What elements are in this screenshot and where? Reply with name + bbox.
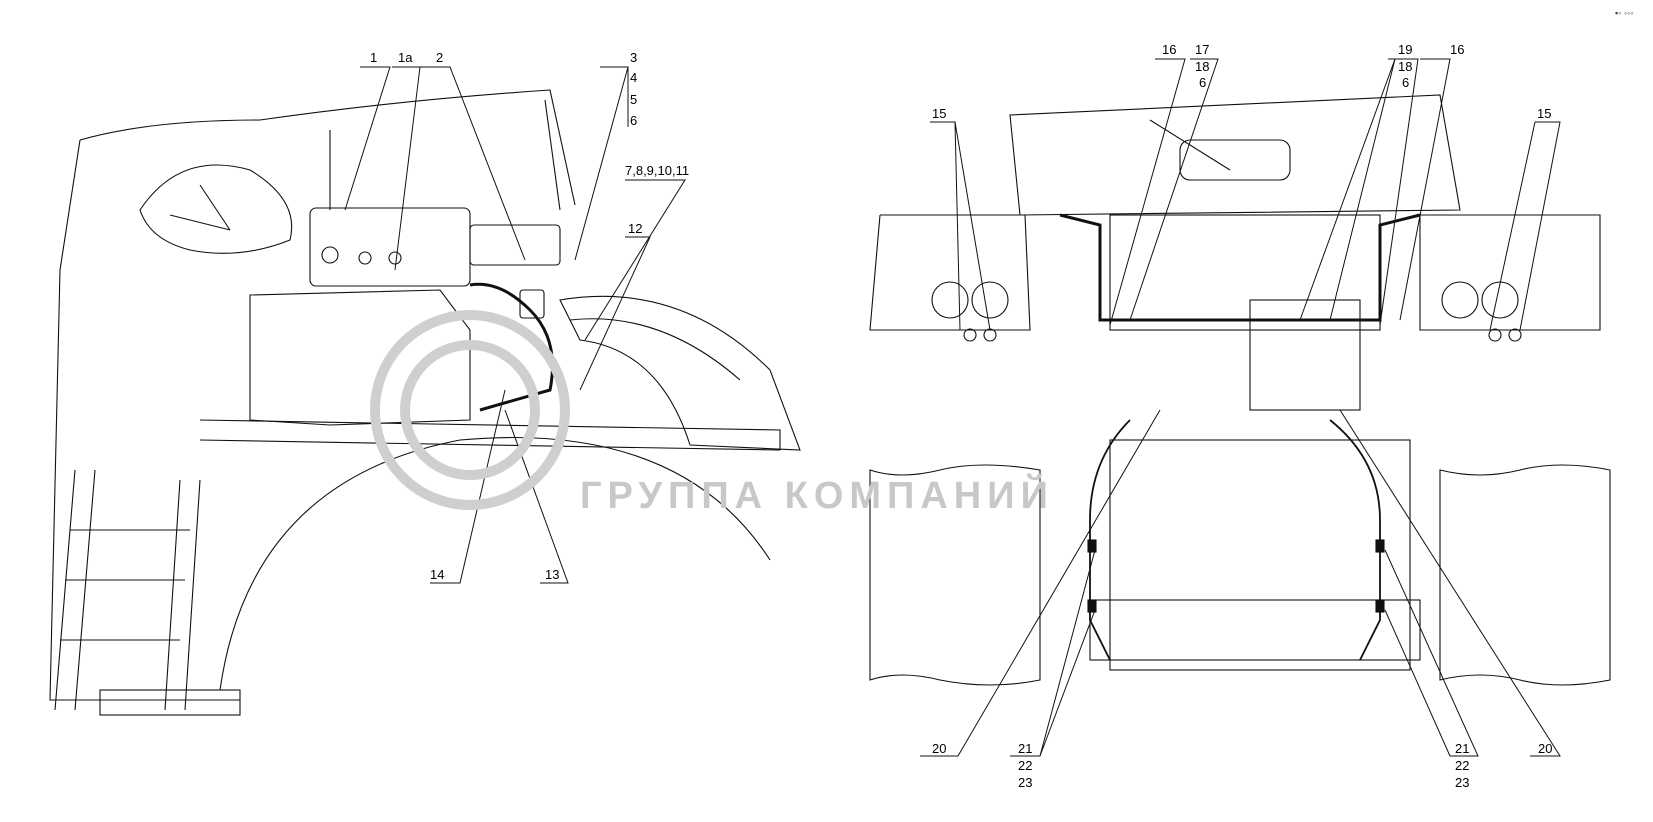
callout-20-right: 20	[1538, 741, 1553, 756]
callout-22-left: 22	[1018, 758, 1033, 773]
callout-6: 6	[630, 113, 638, 128]
corner-mark: ▪◦ ◦◦◦	[1615, 8, 1634, 18]
right-view-linework	[869, 94, 1611, 686]
leader-lines	[344, 58, 1561, 757]
callout-12: 12	[628, 221, 643, 236]
callout-19: 19	[1398, 42, 1413, 57]
callout-16-right: 16	[1450, 42, 1465, 57]
callout-13: 13	[545, 567, 560, 582]
callout-15-left: 15	[932, 106, 947, 121]
callout-1a: 1a	[398, 50, 413, 65]
callout-6-right: 6	[1402, 75, 1410, 90]
callout-2: 2	[436, 50, 444, 65]
callout-7-11: 7,8,9,10,11	[625, 163, 690, 178]
callout-18-left: 18	[1195, 59, 1210, 74]
left-view-linework	[49, 89, 801, 716]
callout-17: 17	[1195, 42, 1210, 57]
watermark-subtitle: ГРУППА КОМПАНИЙ	[580, 475, 1054, 517]
callout-16-left: 16	[1162, 42, 1177, 57]
callout-20-left: 20	[932, 741, 947, 756]
callout-14: 14	[430, 567, 445, 582]
callout-23-right: 23	[1455, 775, 1470, 790]
callout-21-right: 21	[1455, 741, 1470, 756]
callout-4: 4	[630, 70, 638, 85]
callout-22-right: 22	[1455, 758, 1470, 773]
callout-21-left: 21	[1018, 741, 1033, 756]
callout-3: 3	[630, 50, 638, 65]
callout-1: 1	[370, 50, 378, 65]
callout-6-left: 6	[1199, 75, 1207, 90]
callout-18-right: 18	[1398, 59, 1413, 74]
callout-23-left: 23	[1018, 775, 1033, 790]
callout-15-right: 15	[1537, 106, 1552, 121]
callout-5: 5	[630, 92, 638, 107]
